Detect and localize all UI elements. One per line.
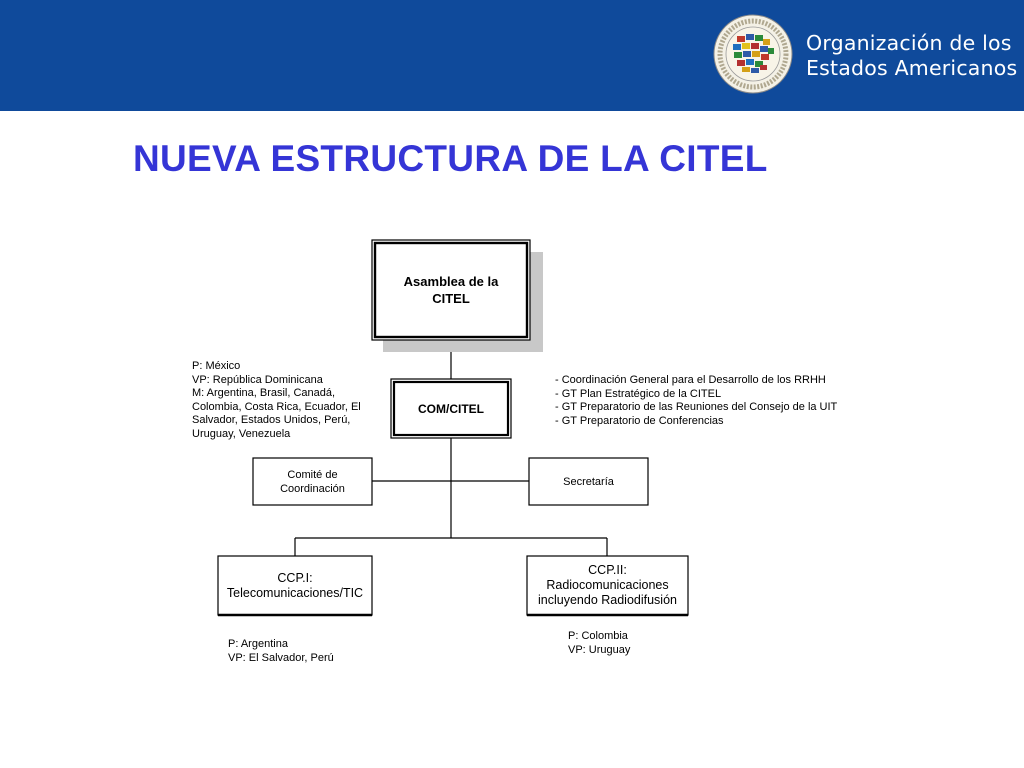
asamblea-box xyxy=(371,239,543,352)
comcitel-members-note: P: México VP: República Dominicana M: Ar… xyxy=(192,360,361,440)
comcitel-box xyxy=(390,378,512,439)
ccp2-label-line2: Radiocomunicaciones xyxy=(546,578,669,592)
ccp2-label-line3: incluyendo Radiodifusión xyxy=(538,593,677,607)
ccp1-box xyxy=(217,555,373,617)
comite-label-line2: Coordinación xyxy=(280,482,345,495)
asamblea-label: Asamblea de la CITEL xyxy=(375,243,527,337)
secretaria-label-text: Secretaría xyxy=(563,475,614,488)
comite-box xyxy=(252,457,373,506)
asamblea-label-line2: CITEL xyxy=(432,291,470,306)
organization-name: Organización de los Estados Americanos xyxy=(806,31,1017,81)
ccp2-label-line1: CCP.II: xyxy=(588,563,627,577)
comite-label: Comité de Coordinación xyxy=(253,458,372,505)
org-name-line1: Organización de los xyxy=(806,31,1012,55)
comcitel-groups-note: - Coordinación General para el Desarroll… xyxy=(555,374,838,427)
oas-seal-logo xyxy=(713,14,793,94)
connector-lines xyxy=(294,340,608,556)
ccp1-officers-note: P: Argentina VP: El Salvador, Perú xyxy=(228,638,334,664)
ccp2-label: CCP.II: Radiocomunicaciones incluyendo R… xyxy=(527,558,688,613)
org-name-line2: Estados Americanos xyxy=(806,56,1018,80)
ccp2-officers-note: P: Colombia VP: Uruguay xyxy=(568,630,631,656)
ccp2-box xyxy=(526,555,689,617)
comcitel-label-text: COM/CITEL xyxy=(418,401,484,416)
ccp1-label: CCP.I: Telecomunicaciones/TIC xyxy=(218,558,372,613)
secretaria-box xyxy=(528,457,649,506)
header-bar: Organización de los Estados Americanos xyxy=(0,0,1024,111)
ccp1-label-line1: CCP.I: xyxy=(277,570,313,585)
comite-label-line1: Comité de xyxy=(287,468,338,481)
seal-flags-icon xyxy=(733,34,774,73)
comcitel-label: COM/CITEL xyxy=(394,382,508,435)
slide-title: NUEVA ESTRUCTURA DE LA CITEL xyxy=(133,138,768,179)
asamblea-label-line1: Asamblea de la xyxy=(403,274,499,289)
ccp1-label-line2: Telecomunicaciones/TIC xyxy=(226,585,364,600)
secretaria-label: Secretaría xyxy=(529,458,648,505)
